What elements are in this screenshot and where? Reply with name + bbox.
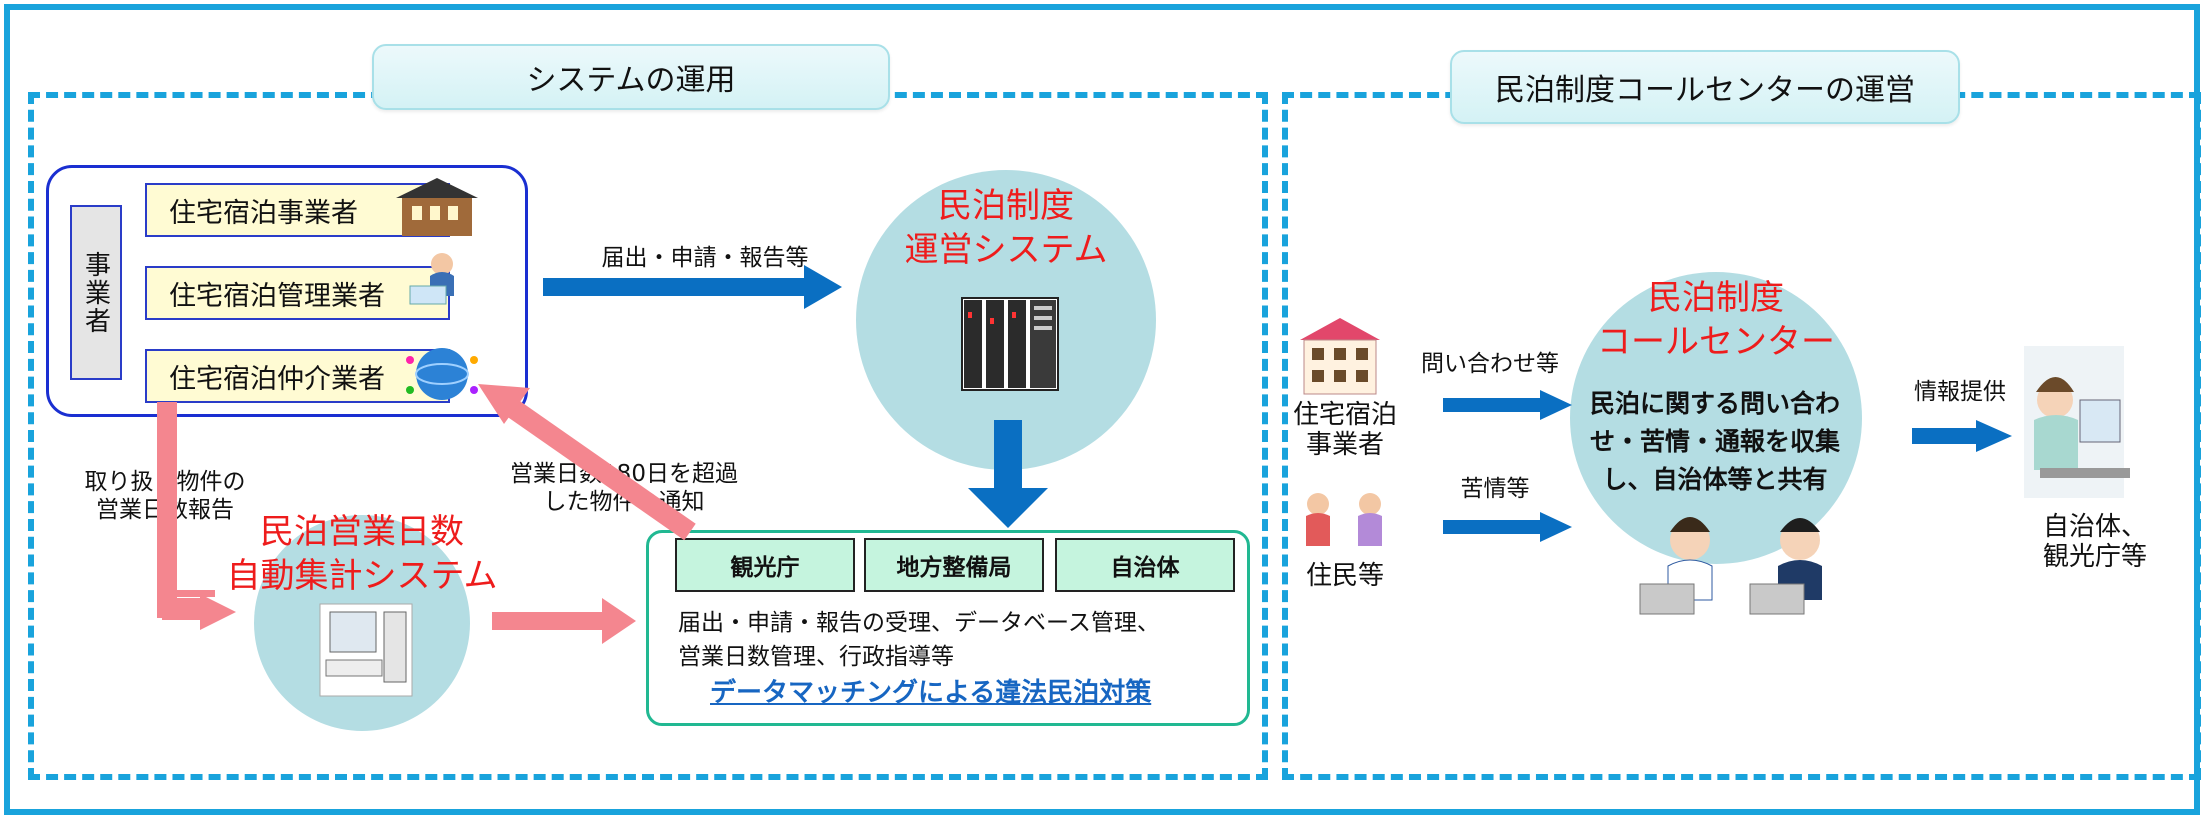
server-icon: [961, 297, 1059, 391]
residents-actor-label: 住民等: [1305, 561, 1384, 591]
inquiry-label: 問い合わせ等: [1421, 351, 1559, 377]
notify-broker-arrow: [478, 384, 696, 541]
operators-label: 事業者: [70, 205, 122, 380]
agency-regional: 地方整備局: [864, 538, 1044, 592]
residents-icon: [1306, 493, 1382, 546]
call-center-title-text: 民泊制度コールセンター: [1582, 276, 1850, 364]
municipal-actor-line: 自治体、観光庁等: [2042, 512, 2147, 572]
operator-broker: 住宅宿泊仲介業者: [145, 349, 450, 403]
call-center-title: 民泊制度コールセンターの運営: [1450, 50, 1960, 124]
complaint-label: 苦情等: [1460, 476, 1530, 502]
agencies-description: 届出・申請・報告の受理、データベース管理、営業日数管理、行政指導等: [678, 606, 1160, 674]
system-ops-title: システムの運用: [372, 44, 890, 110]
day-count-title-line: 民泊営業日数自動集計システム: [226, 512, 498, 596]
globe-network-icon: [406, 348, 478, 400]
day-count-to-agencies-arrow: [492, 598, 636, 644]
agency-municipal: 自治体: [1055, 538, 1235, 592]
operator-man-icon: [1749, 518, 1822, 615]
host-actor-label: 住宅宿泊事業者: [1280, 400, 1410, 460]
call-center-description: 民泊に関する問い合わせ・苦情・通報を収集し、自治体等と共有: [1589, 389, 1840, 494]
submission-arrow: [543, 265, 842, 309]
complaint-arrow: [1443, 512, 1572, 542]
operator-host: 住宅宿泊事業者: [145, 183, 450, 237]
apartment-icon: [1300, 318, 1380, 395]
municipal-actor-label: 自治体、観光庁等: [2020, 512, 2170, 572]
agency-tourism: 観光庁: [675, 538, 855, 592]
ops-to-agencies-arrow: [968, 420, 1048, 528]
minpaku-ops-title: 民泊制度運営システム: [876, 184, 1136, 272]
info-provision-label: 情報提供: [1914, 379, 2006, 405]
data-matching-link[interactable]: データマッチングによる違法民泊対策: [710, 678, 1152, 708]
info-arrow: [1912, 420, 2012, 452]
computer-icon: [319, 603, 413, 697]
operator-manager: 住宅宿泊管理業者: [145, 266, 450, 320]
inquiry-arrow: [1443, 390, 1572, 420]
report-days-arrow: [157, 402, 236, 630]
operator-woman-icon: [1639, 517, 1713, 615]
manager-person-icon: [409, 253, 454, 305]
day-count-title: 民泊営業日数自動集計システム: [222, 510, 502, 598]
municipal-worker-icon: [2024, 346, 2130, 498]
host-actor-line: 住宅宿泊事業者: [1292, 400, 1397, 460]
agencies-description-line: 届出・申請・報告の受理、データベース管理、営業日数管理、行政指導等: [678, 610, 1160, 670]
call-center-title-line: 民泊制度コールセンター: [1597, 278, 1835, 362]
house-icon: [396, 178, 478, 236]
call-center-circle: [1570, 272, 1862, 564]
submission-label: 届出・申請・報告等: [601, 245, 809, 271]
minpaku-ops-title-line: 民泊制度運営システム: [904, 186, 1108, 270]
